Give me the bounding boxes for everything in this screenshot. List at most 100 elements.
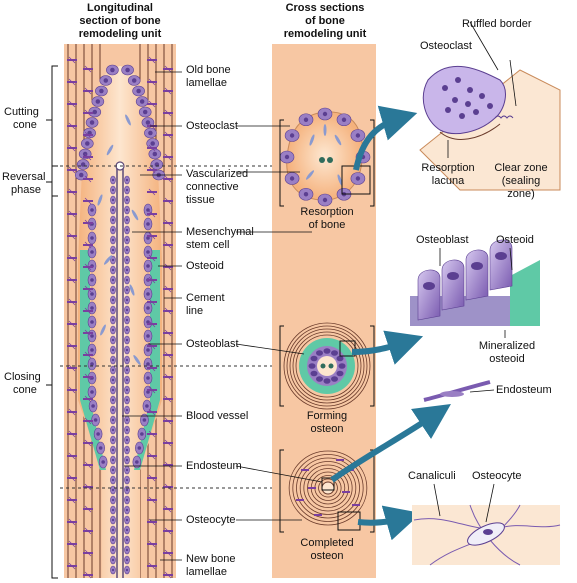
cell-nucleus [90, 306, 94, 310]
cell-nucleus [125, 428, 129, 432]
resorption-bracket [279, 119, 375, 207]
osteocyte-process [84, 307, 92, 315]
osteoblast-nucleus [471, 262, 483, 270]
cell-nucleus [99, 88, 104, 94]
detail-label-osteocyte: Osteocyte [472, 470, 522, 482]
canaliculus [499, 524, 561, 529]
osteocyte-process [84, 87, 92, 95]
completed-cross-section [279, 449, 375, 533]
forming-lamella-ring [295, 334, 359, 398]
cell-nucleus [111, 438, 115, 442]
cell-nucleus [125, 288, 129, 292]
osteocyte-process [164, 351, 172, 359]
cell-nucleus [92, 109, 98, 115]
forming-canal [317, 356, 337, 376]
osteocyte-process [84, 373, 92, 381]
endosteum-detail [423, 380, 495, 402]
osteocyte-process [148, 430, 156, 438]
cell-nucleus [125, 208, 129, 212]
cell-nucleus [125, 298, 129, 302]
completed-endosteum-box [321, 477, 335, 491]
osteocyte-process [148, 386, 156, 394]
osteoid-band-right [134, 250, 160, 470]
osteocyte-process [68, 386, 76, 394]
forming-osteoblast [338, 363, 346, 369]
cell-nucleus [111, 448, 115, 452]
mesenchymal-cell [133, 355, 141, 365]
cell-nucleus [90, 320, 94, 324]
cell-nucleus [111, 318, 115, 322]
cell-nucleus [148, 130, 153, 136]
cell-nucleus [137, 446, 142, 450]
zoom-arrows [330, 105, 451, 541]
cell-nucleus [111, 218, 115, 222]
osteocyte-process [164, 175, 172, 183]
mesenchymal-cell [106, 144, 114, 156]
osteocyte-process [148, 540, 156, 548]
closing-cone-bracket [51, 195, 58, 579]
cell-nucleus [111, 368, 115, 372]
osteoclast-nucleus [289, 133, 295, 138]
resorption-vessel-a [319, 157, 325, 163]
osteoclast-nucleus [479, 93, 485, 99]
cell-nucleus [111, 358, 115, 362]
cell-nucleus [125, 198, 129, 202]
osteocyte-process [68, 562, 76, 570]
osteocyte-process [164, 483, 172, 491]
completed-bracket [279, 449, 375, 533]
forming-osteoblast [323, 378, 331, 384]
cell-nucleus [150, 141, 155, 146]
cell-nucleus [131, 78, 137, 83]
cell-nucleus [125, 418, 129, 422]
osteocyte-process [164, 87, 172, 95]
cell-nucleus [111, 188, 115, 192]
osteocyte-process [68, 298, 76, 306]
cell-nucleus [125, 478, 129, 482]
cell-nucleus [90, 250, 94, 254]
label-osteoblast: Osteoblast [186, 338, 239, 350]
osteoclast-nucleus [303, 192, 309, 197]
cell-nucleus [78, 172, 84, 178]
detail-label-canaliculi: Canaliculi [408, 470, 456, 482]
cell-nucleus [90, 292, 94, 296]
forming-osteoblast [331, 376, 338, 382]
bone-surface [419, 69, 561, 191]
cell-nucleus [125, 398, 129, 402]
osteocyte-process [148, 474, 156, 482]
completed-lamella-ring [307, 468, 349, 508]
cell-nucleus [111, 338, 115, 342]
detail-label-ruffled-border: Ruffled border [462, 18, 532, 30]
osteocyte-process [84, 549, 92, 557]
cell-nucleus [125, 538, 129, 542]
cell-nucleus [125, 328, 129, 332]
osteoblast-cell [465, 249, 489, 301]
detail-label-endosteum: Endosteum [496, 384, 552, 396]
cell-nucleus [111, 328, 115, 332]
longitudinal-osteocytes [67, 56, 173, 579]
osteoclast-detail [419, 21, 561, 191]
cell-nucleus [146, 376, 150, 380]
cell-nucleus [146, 292, 150, 296]
osteocyte-process [84, 241, 92, 249]
forming-osteoblast [336, 370, 344, 377]
osteocyte-process [164, 527, 172, 535]
cell-nucleus [95, 99, 101, 104]
cell-nucleus [145, 120, 151, 125]
cell-nucleus [125, 178, 129, 182]
forming-lamellae [283, 322, 371, 410]
resorption-lacuna [439, 123, 501, 140]
cell-nucleus [111, 388, 115, 392]
osteocyte-process [84, 263, 92, 271]
cell-nucleus [136, 88, 141, 94]
cell-nucleus [110, 67, 115, 73]
cell-nucleus [125, 548, 129, 552]
osteocyte-process [68, 210, 76, 218]
cell-nucleus [125, 448, 129, 452]
cell-nucleus [125, 498, 129, 502]
